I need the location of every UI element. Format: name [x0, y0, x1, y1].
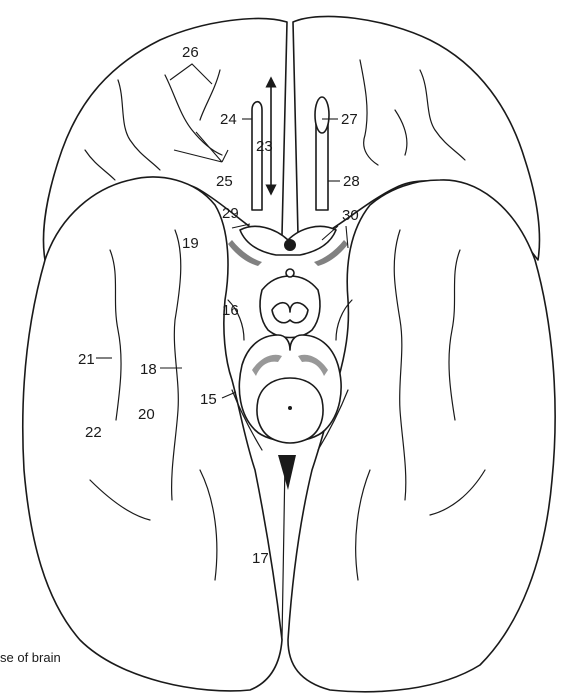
label-19: 19: [182, 235, 199, 252]
posterior-longitudinal-fissure: [282, 460, 285, 640]
pituitary-stalk: [286, 269, 294, 277]
label-30: 30: [342, 207, 359, 224]
label-15: 15: [200, 391, 217, 408]
label-18: 18: [140, 361, 157, 378]
label-26: 26: [182, 44, 199, 61]
figure-caption: se of brain: [0, 650, 61, 665]
label-27: 27: [341, 111, 358, 128]
left-olfactory-tract: [252, 102, 262, 210]
cerebellum-notch: [278, 455, 296, 490]
cerebral-aqueduct: [288, 406, 292, 410]
label-17: 17: [252, 550, 269, 567]
label-29: 29: [222, 205, 239, 222]
label-20: 20: [138, 406, 155, 423]
infundibulum: [284, 239, 296, 251]
label-28: 28: [343, 173, 360, 190]
label-24: 24: [220, 111, 237, 128]
label-16: 16: [222, 302, 239, 319]
pons: [257, 378, 323, 443]
label-23: 23: [256, 138, 273, 155]
label-25: 25: [216, 173, 233, 190]
label-21: 21: [78, 351, 95, 368]
right-olfactory-bulb: [315, 97, 329, 133]
label-22: 22: [85, 424, 102, 441]
